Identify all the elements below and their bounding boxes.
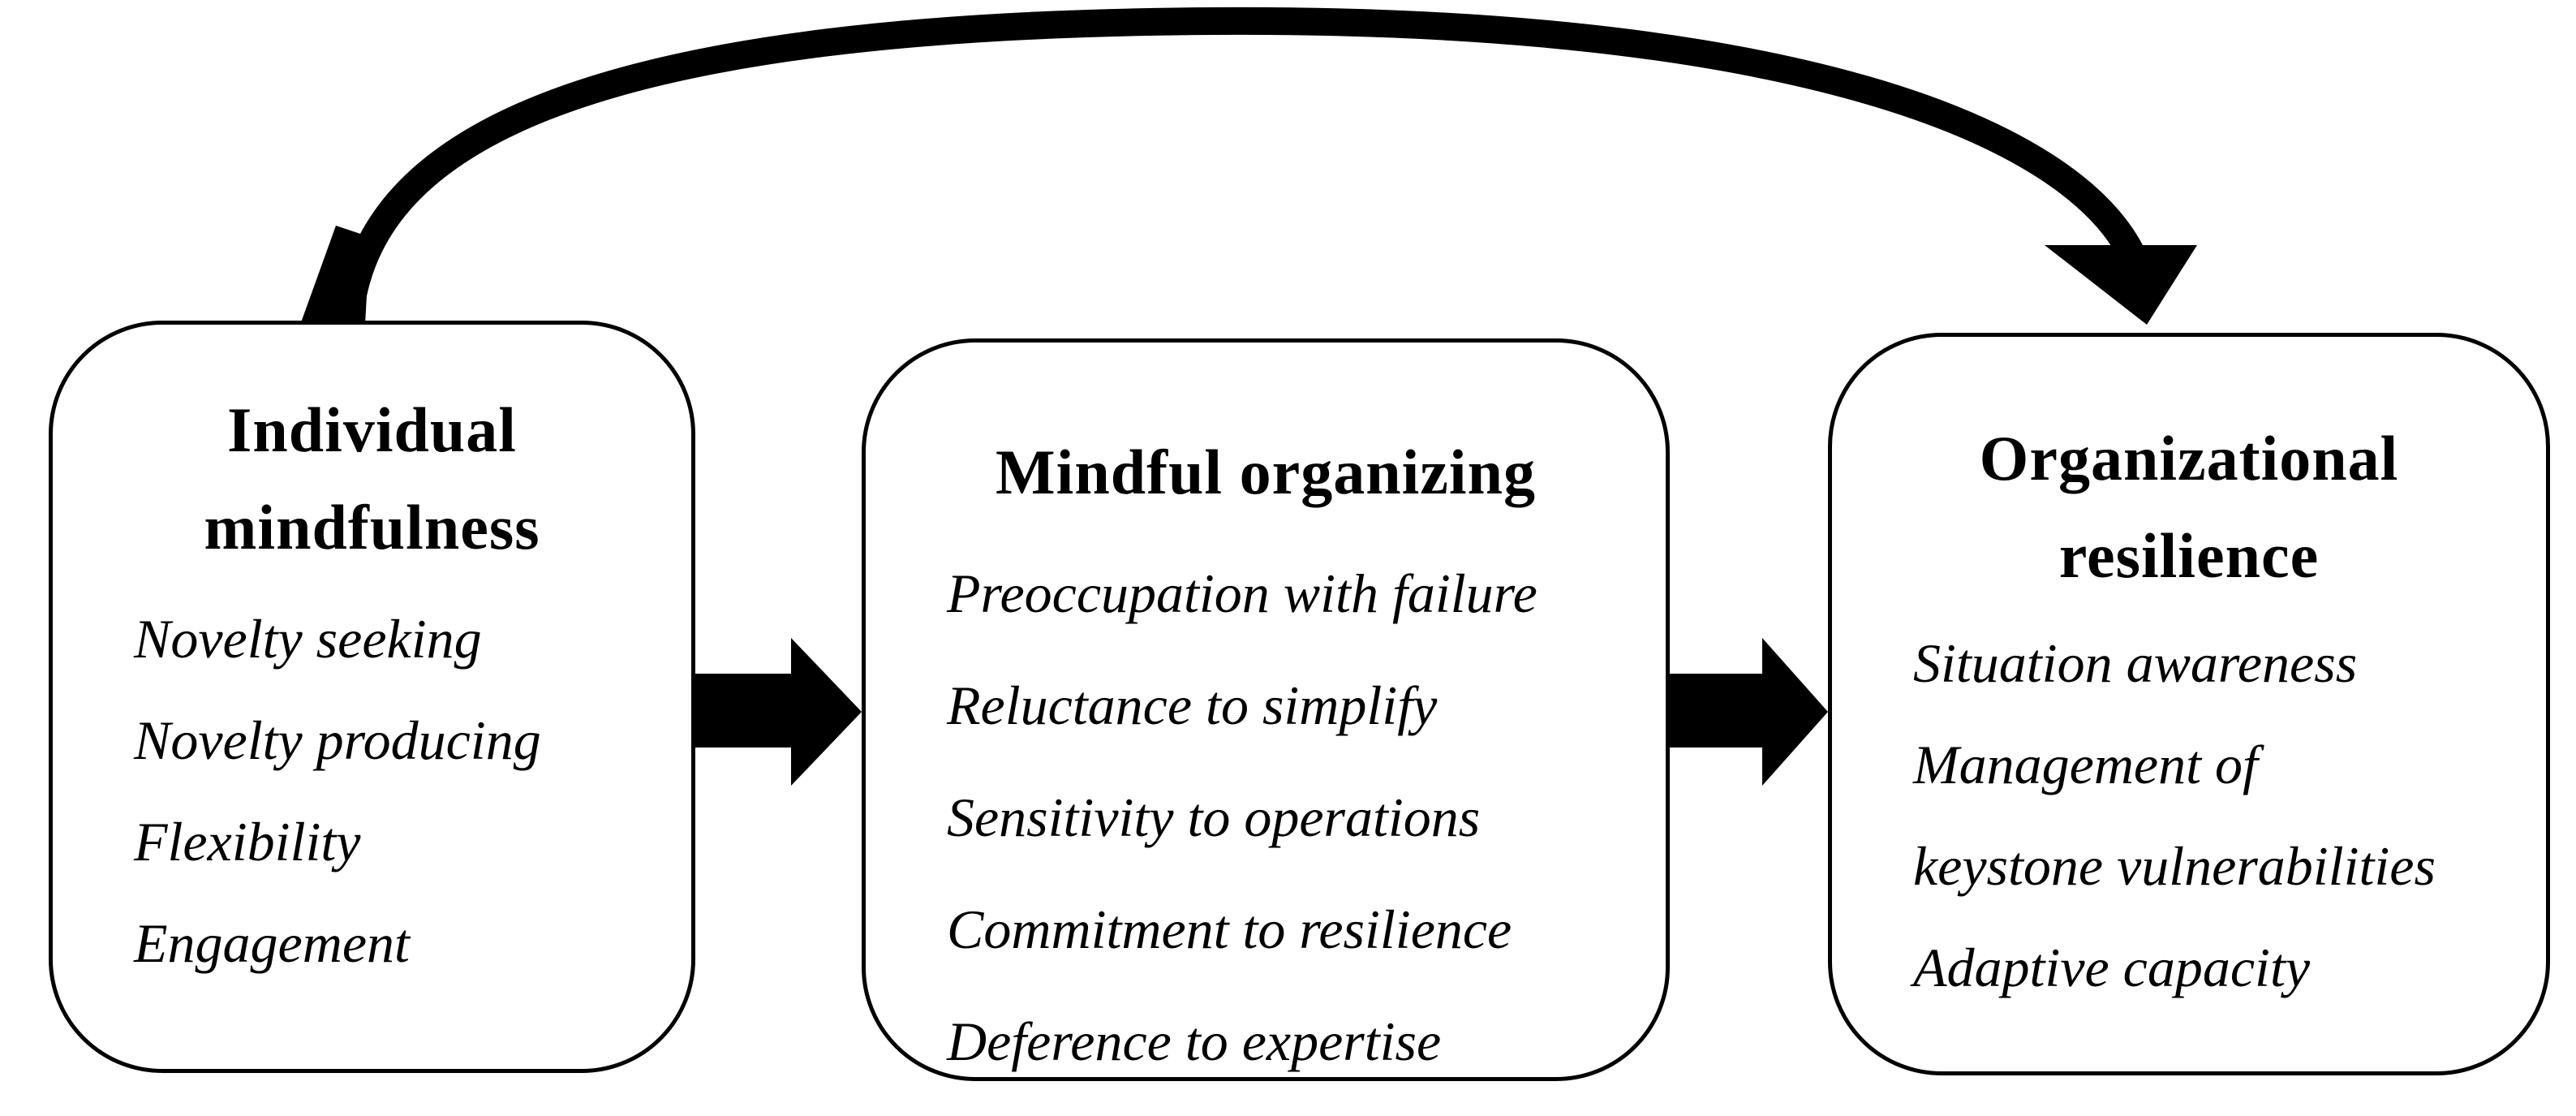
box-item: Reluctance to simplify	[947, 674, 1438, 736]
box-item: Flexibility	[134, 811, 361, 873]
block-arrow-1-icon	[695, 638, 862, 786]
box-item: Engagement	[134, 912, 410, 974]
box-title: Individual mindfulness	[53, 381, 691, 576]
box-item-list: Situation awareness Management of keysto…	[1832, 613, 2546, 1019]
box-item: Novelty seeking	[134, 608, 482, 670]
box-title-line: Organizational	[1979, 423, 2399, 493]
box-item: Management of	[1913, 734, 2258, 795]
box-mindful-organizing: Mindful organizing Preoccupation with fa…	[862, 338, 1670, 1081]
box-item: Adaptive capacity	[1913, 937, 2311, 998]
box-item: Novelty producing	[134, 709, 541, 771]
box-organizational-resilience: Organizational resilience Situation awar…	[1828, 333, 2550, 1075]
box-item: Commitment to resilience	[947, 898, 1512, 960]
box-item: keystone vulnerabilities	[1913, 835, 2436, 897]
box-item: Preoccupation with failure	[947, 562, 1537, 624]
box-item-list: Preoccupation with failure Reluctance to…	[866, 537, 1666, 1097]
box-title-line: Individual	[227, 394, 517, 465]
feedback-arc-arrow-icon	[300, 6, 2197, 326]
box-title: Organizational resilience	[1832, 410, 2546, 605]
block-arrow-2-icon	[1670, 638, 1828, 786]
box-item: Sensitivity to operations	[947, 786, 1481, 848]
box-title: Mindful organizing	[866, 424, 1666, 521]
box-individual-mindfulness: Individual mindfulness Novelty seeking N…	[49, 321, 695, 1073]
box-title-line: Mindful organizing	[996, 437, 1536, 507]
box-title-line: mindfulness	[204, 492, 540, 562]
box-item: Deference to expertise	[947, 1010, 1442, 1072]
box-title-line: resilience	[2058, 520, 2320, 591]
box-item-list: Novelty seeking Novelty producing Flexib…	[53, 588, 691, 994]
box-item: Situation awareness	[1913, 632, 2358, 694]
